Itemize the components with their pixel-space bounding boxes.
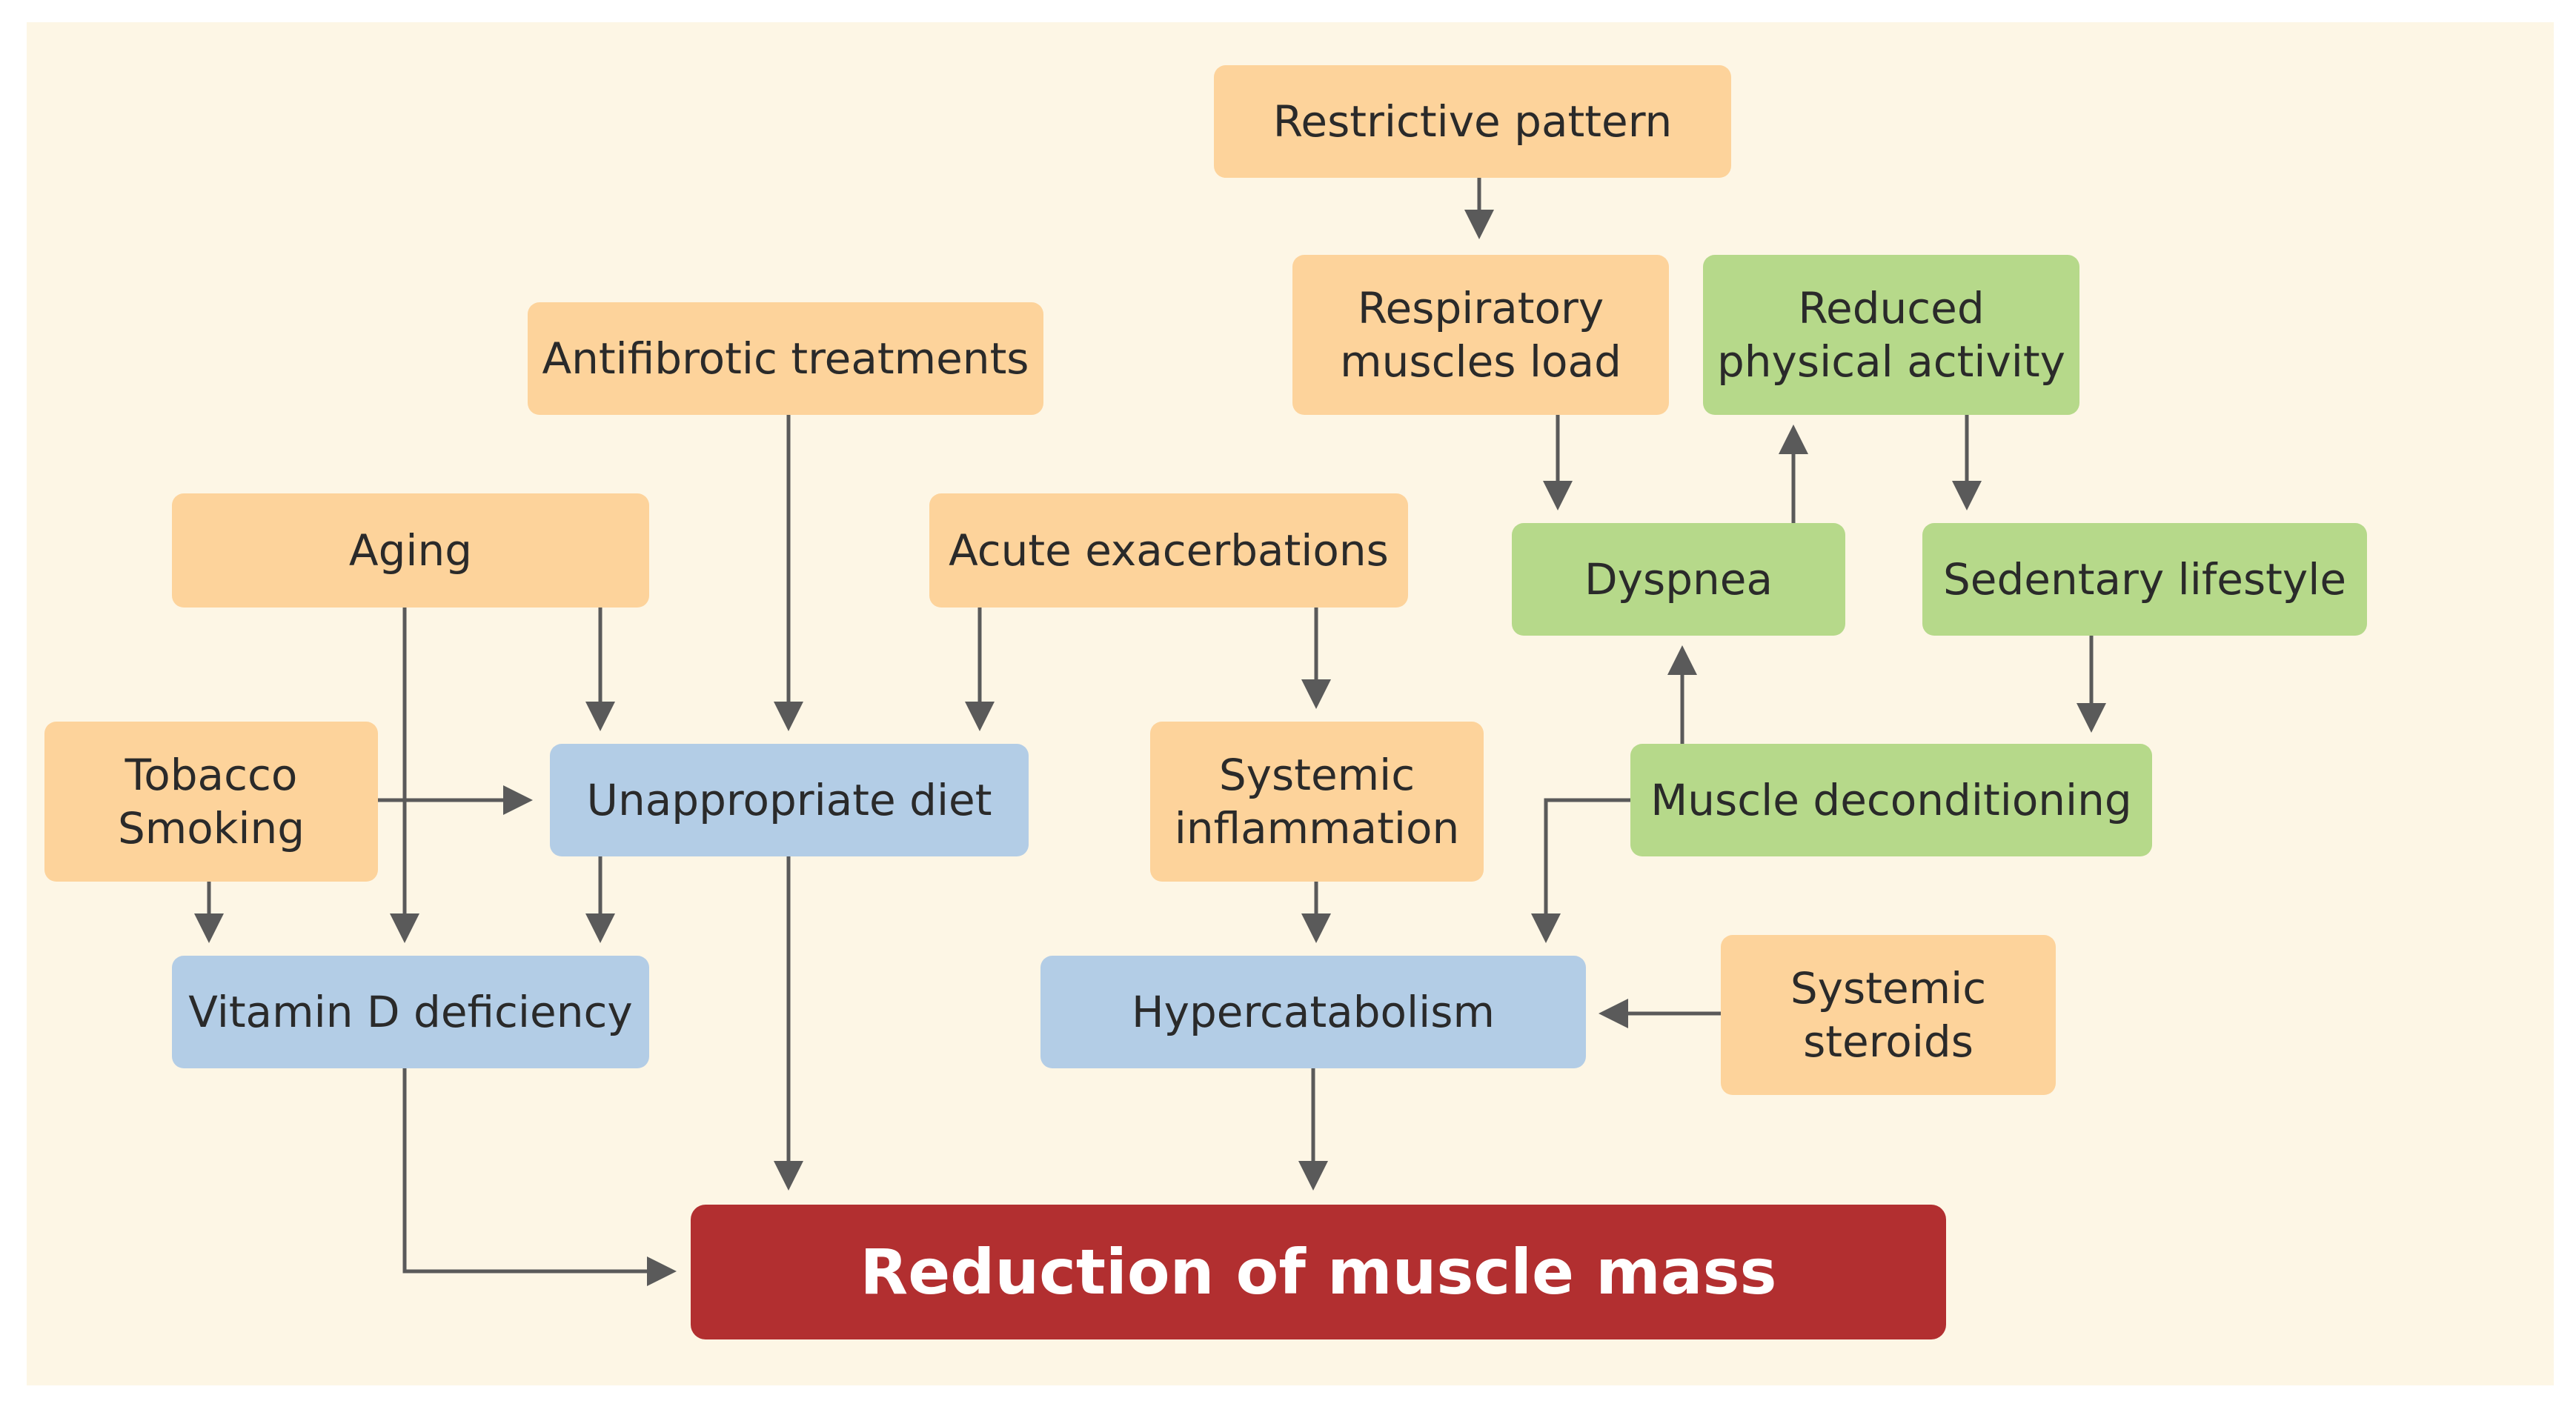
- node-sedentary-lifestyle: Sedentary lifestyle: [1922, 523, 2367, 636]
- node-vitamin-d-deficiency: Vitamin D deficiency: [172, 956, 649, 1068]
- node-muscle-deconditioning: Muscle deconditioning: [1630, 744, 2152, 856]
- node-reduced-physical-activity: Reduced physical activity: [1703, 255, 2079, 415]
- node-systemic-inflammation: Systemic inflammation: [1150, 722, 1484, 882]
- node-systemic-steroids: Systemic steroids: [1721, 935, 2056, 1095]
- node-hypercatabolism: Hypercatabolism: [1040, 956, 1586, 1068]
- diagram-background: [27, 22, 2554, 1385]
- node-tobacco-smoking: Tobacco Smoking: [44, 722, 378, 882]
- node-respiratory-muscles-load: Respiratory muscles load: [1292, 255, 1669, 415]
- node-aging: Aging: [172, 493, 649, 608]
- node-reduction-of-muscle-mass: Reduction of muscle mass: [691, 1205, 1946, 1339]
- node-acute-exacerbations: Acute exacerbations: [929, 493, 1408, 608]
- node-dyspnea: Dyspnea: [1512, 523, 1845, 636]
- node-antifibrotic-treatments: Antifibrotic treatments: [528, 302, 1043, 415]
- node-restrictive-pattern: Restrictive pattern: [1214, 65, 1731, 178]
- node-unappropriate-diet: Unappropriate diet: [550, 744, 1029, 856]
